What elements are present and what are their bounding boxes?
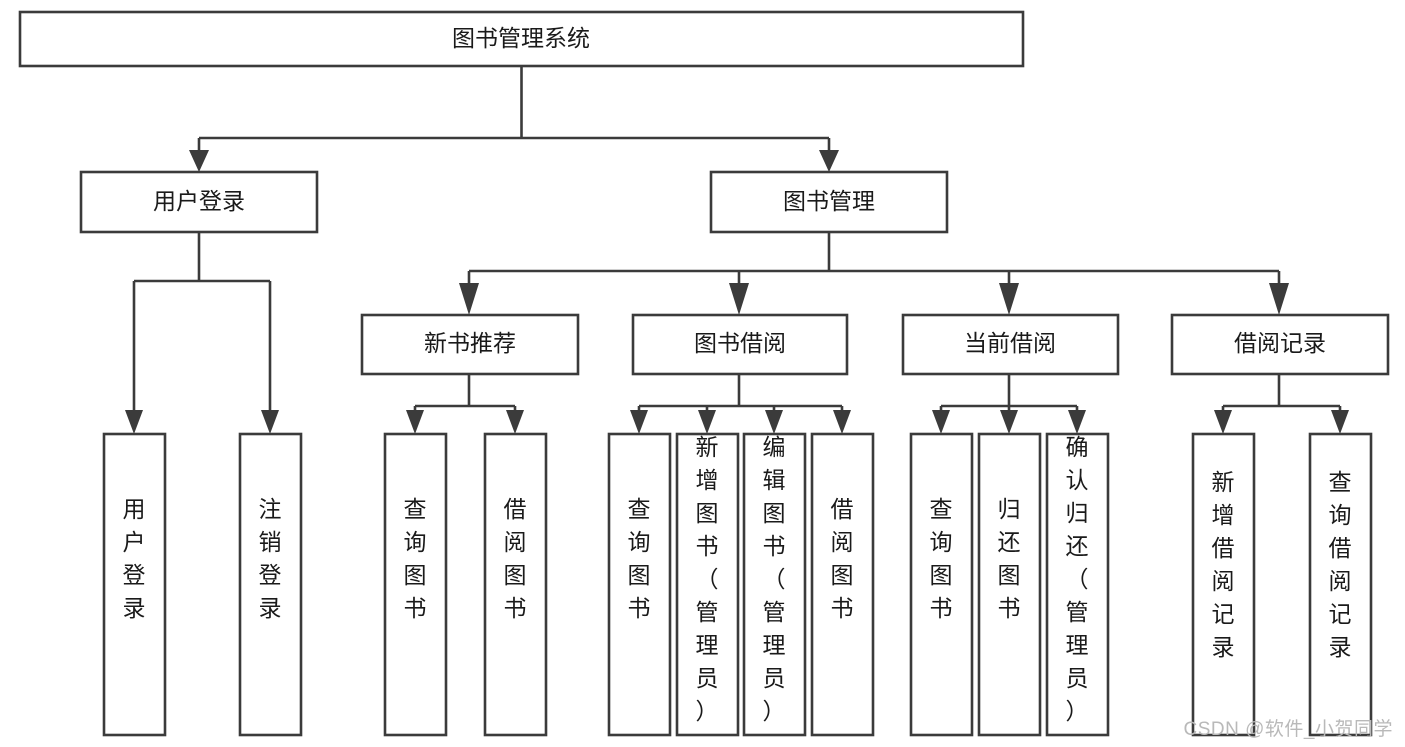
node-leaf-rec-add-label: 新增借阅记录: [1212, 469, 1235, 660]
node-leaf-cur-confirm-label: 确认归还（管理员）: [1066, 434, 1089, 724]
node-leaf-rec-query2-box[interactable]: [1308, 432, 1373, 737]
connector-group-records: [1214, 374, 1349, 434]
arrow-head-leaf-cur-confirm: [1068, 410, 1086, 434]
node-current-box[interactable]: [901, 313, 1120, 376]
node-borrow[interactable]: 图书借阅: [631, 313, 849, 376]
node-records[interactable]: 借阅记录: [1170, 313, 1390, 376]
node-leaf-rec-add[interactable]: 新增借阅记录: [1191, 432, 1256, 737]
node-leaf-borrow-edit-box[interactable]: [742, 432, 807, 737]
connector-group-login: [125, 232, 279, 434]
node-leaf-borrow-add-label: 新增图书（管理员）: [696, 434, 719, 724]
node-leaf-cur-query-box[interactable]: [909, 432, 974, 737]
connector-group-current: [932, 374, 1086, 434]
arrow-head-current: [999, 283, 1019, 315]
node-root-label: 图书管理系统: [452, 25, 590, 51]
node-root[interactable]: 图书管理系统: [18, 10, 1025, 68]
node-leaf-borrow-edit[interactable]: 编辑图书（管理员）: [742, 432, 807, 737]
node-leaf-rec-query-box[interactable]: [383, 432, 448, 737]
node-leaf-rec-add-box[interactable]: [1191, 432, 1256, 737]
node-recommend-box[interactable]: [360, 313, 580, 376]
node-leaf-borrow-query-label: 查询图书: [628, 496, 651, 621]
node-records-box[interactable]: [1170, 313, 1390, 376]
arrow-head-leaf-borrow-query: [630, 410, 648, 434]
connector-group-recommend: [406, 374, 524, 434]
node-leaf-borrow-edit-label: 编辑图书（管理员）: [763, 434, 786, 724]
node-recommend[interactable]: 新书推荐: [360, 313, 580, 376]
node-leaf-cur-return-box[interactable]: [977, 432, 1042, 737]
node-bookmgmt[interactable]: 图书管理: [709, 170, 949, 234]
node-leaf-borrow-add-box[interactable]: [675, 432, 740, 737]
arrow-head-leaf-borrow-lend: [833, 410, 851, 434]
connector-group-borrow: [630, 374, 851, 434]
node-leaf-user-login-box[interactable]: [102, 432, 167, 737]
arrow-head-leaf-user-logout: [261, 410, 279, 434]
arrow-head-leaf-rec-add: [1214, 410, 1232, 434]
node-bookmgmt-box[interactable]: [709, 170, 949, 234]
node-current[interactable]: 当前借阅: [901, 313, 1120, 376]
arrow-head-leaf-rec-query2: [1331, 410, 1349, 434]
node-login-box[interactable]: [79, 170, 319, 234]
node-recommend-label: 新书推荐: [424, 330, 516, 356]
node-leaf-user-logout-label: 注销登录: [259, 496, 282, 621]
arrow-head-leaf-borrow-edit: [765, 410, 783, 434]
arrow-head-leaf-cur-query: [932, 410, 950, 434]
node-leaf-user-login[interactable]: 用户登录: [102, 432, 167, 737]
node-login-label: 用户登录: [153, 188, 245, 214]
node-leaf-cur-query[interactable]: 查询图书: [909, 432, 974, 737]
arrow-head-leaf-rec-borrow: [506, 410, 524, 434]
node-leaf-rec-borrow-label: 借阅图书: [504, 496, 527, 621]
arrow-head-leaf-cur-return: [1000, 410, 1018, 434]
node-leaf-borrow-query-box[interactable]: [607, 432, 672, 737]
node-leaf-cur-confirm-box[interactable]: [1045, 432, 1110, 737]
node-leaf-rec-query-label: 查询图书: [404, 496, 427, 621]
arrow-head-leaf-rec-query: [406, 410, 424, 434]
node-leaf-borrow-lend-box[interactable]: [810, 432, 875, 737]
node-leaf-user-logout-box[interactable]: [238, 432, 303, 737]
node-records-label: 借阅记录: [1234, 330, 1326, 356]
node-leaf-borrow-query[interactable]: 查询图书: [607, 432, 672, 737]
connector-group-root: [189, 66, 839, 172]
arrow-head-borrow: [729, 283, 749, 315]
arrow-head-login: [189, 150, 209, 172]
node-leaf-rec-query2[interactable]: 查询借阅记录: [1308, 432, 1373, 737]
node-leaf-borrow-lend-label: 借阅图书: [831, 496, 854, 621]
arrow-head-recommend: [459, 283, 479, 315]
node-login[interactable]: 用户登录: [79, 170, 319, 234]
arrow-head-records: [1269, 283, 1289, 315]
node-leaf-rec-borrow-box[interactable]: [483, 432, 548, 737]
node-leaf-user-logout[interactable]: 注销登录: [238, 432, 303, 737]
node-leaf-borrow-lend[interactable]: 借阅图书: [810, 432, 875, 737]
node-borrow-label: 图书借阅: [694, 330, 786, 356]
node-leaf-cur-return[interactable]: 归还图书: [977, 432, 1042, 737]
node-leaf-cur-query-label: 查询图书: [930, 496, 953, 621]
arrow-head-leaf-borrow-add: [698, 410, 716, 434]
node-borrow-box[interactable]: [631, 313, 849, 376]
node-leaf-cur-return-label: 归还图书: [998, 496, 1021, 621]
node-leaf-borrow-add[interactable]: 新增图书（管理员）: [675, 432, 740, 737]
node-root-box[interactable]: [18, 10, 1025, 68]
node-leaf-cur-confirm[interactable]: 确认归还（管理员）: [1045, 432, 1110, 737]
connector-group-bookmgmt: [459, 232, 1289, 315]
node-current-label: 当前借阅: [964, 330, 1056, 356]
arrow-head-leaf-user-login: [125, 410, 143, 434]
arrow-head-bookmgmt: [819, 150, 839, 172]
node-bookmgmt-label: 图书管理: [783, 188, 875, 214]
node-leaf-rec-borrow[interactable]: 借阅图书: [483, 432, 548, 737]
node-leaf-rec-query[interactable]: 查询图书: [383, 432, 448, 737]
node-leaf-user-login-label: 用户登录: [123, 496, 146, 621]
node-leaf-rec-query2-label: 查询借阅记录: [1329, 469, 1352, 660]
